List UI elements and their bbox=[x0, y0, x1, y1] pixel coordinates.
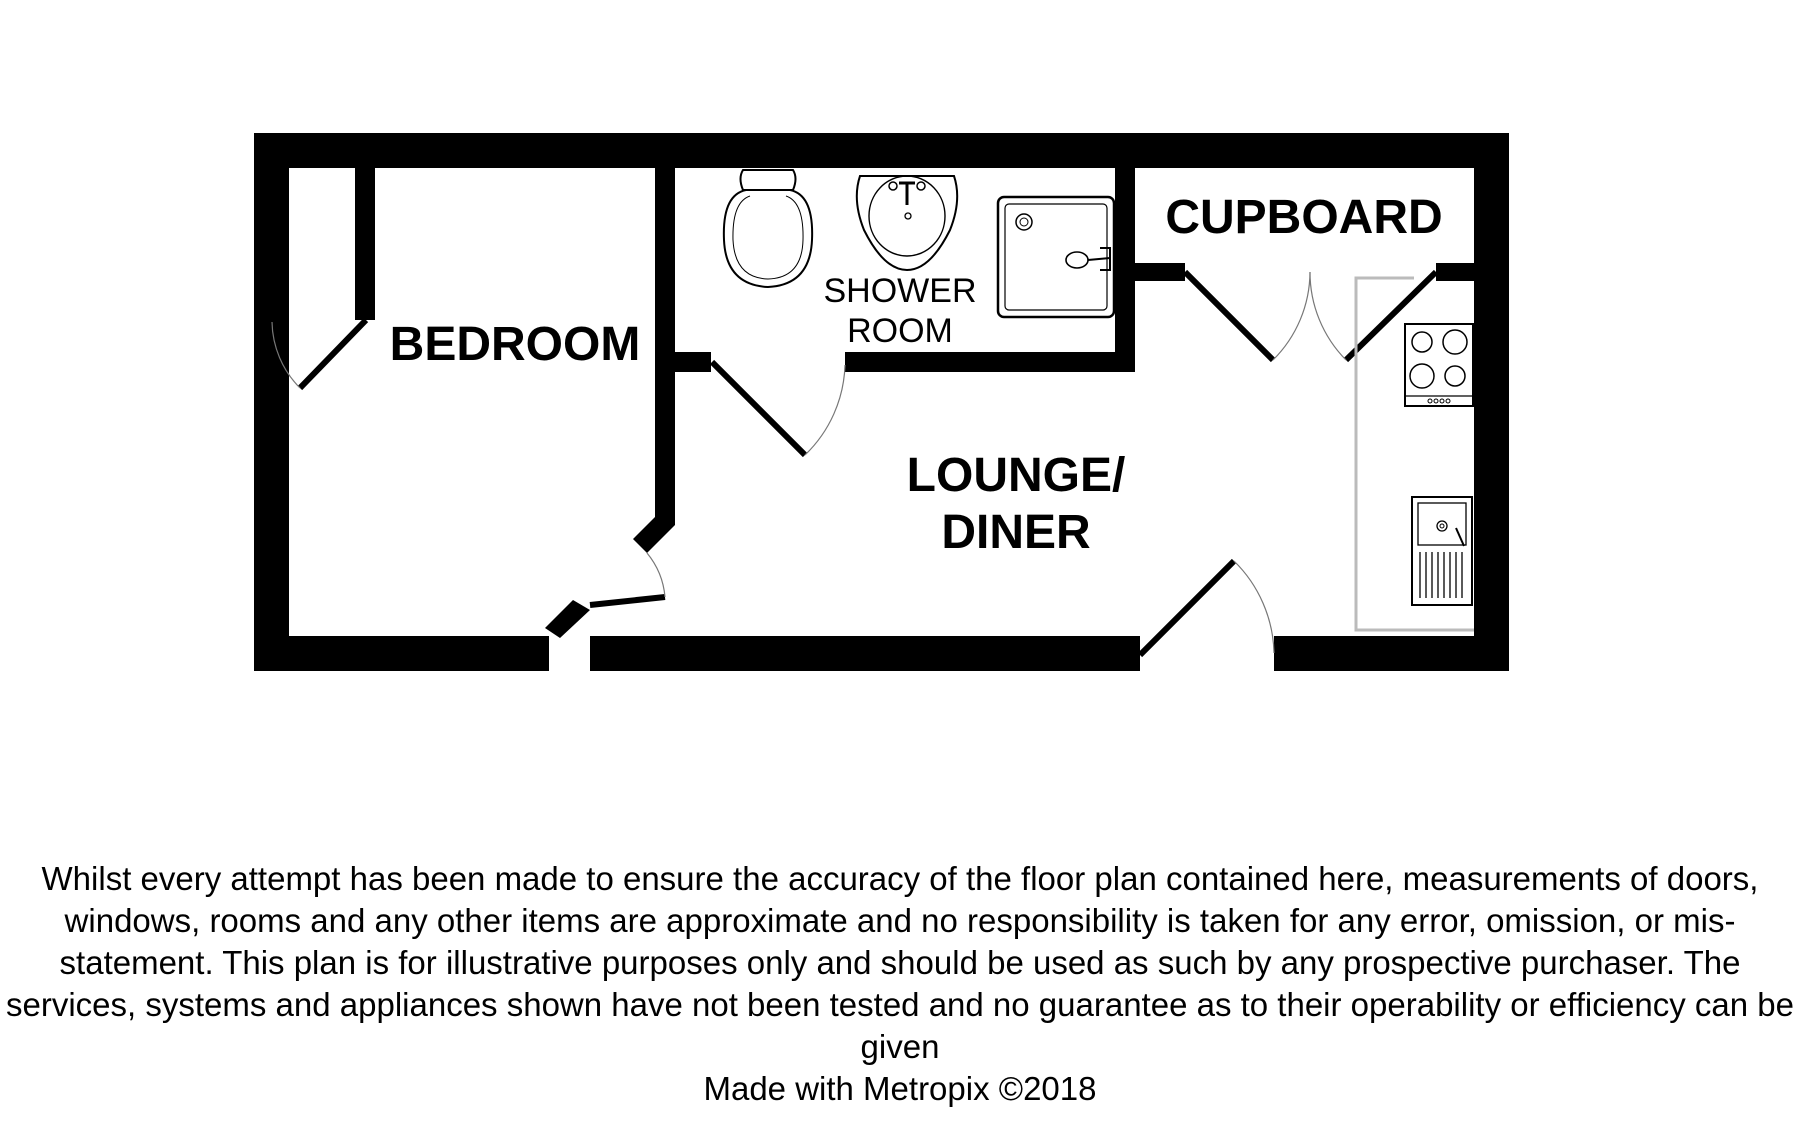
cupboard-door-right-leaf bbox=[1343, 269, 1439, 363]
shower-cupboard-wall bbox=[1115, 168, 1135, 372]
bedroom-door-leaf bbox=[589, 594, 666, 608]
disclaimer: Whilst every attempt has been made to en… bbox=[0, 858, 1800, 1110]
outer-wall-bottom-left bbox=[254, 636, 549, 671]
room-label-cupboard: CUPBOARD bbox=[1165, 191, 1442, 244]
walls bbox=[254, 133, 1509, 671]
shower-room-wall-bottom bbox=[845, 352, 1135, 372]
cupboard-wall-left-stub bbox=[1135, 263, 1185, 281]
cupboard-wall-right-stub bbox=[1436, 263, 1474, 281]
wardrobe-door-swing bbox=[271, 321, 301, 389]
cupboard-door-left-leaf bbox=[1182, 269, 1276, 363]
doors bbox=[271, 269, 1439, 658]
toilet-icon bbox=[722, 169, 814, 289]
wardrobe-door-leaf bbox=[297, 317, 369, 391]
hob-icon bbox=[1404, 323, 1474, 407]
kitchen-worktop bbox=[1354, 276, 1474, 632]
copyright-credit: Made with Metropix ©2018 bbox=[703, 1070, 1097, 1107]
entrance-door-leaf bbox=[1137, 558, 1237, 658]
outer-wall-right bbox=[1474, 133, 1509, 671]
room-label-shower-line1: SHOWER bbox=[824, 272, 977, 310]
outer-wall-bottom-middle bbox=[590, 636, 1140, 671]
bedroom-corner-wall bbox=[633, 512, 675, 553]
entrance-door-swing bbox=[1233, 560, 1275, 654]
wash-basin-icon bbox=[855, 175, 959, 272]
room-label-lounge-line1: LOUNGE/ bbox=[907, 449, 1126, 502]
shower-room-wall-left-stub bbox=[675, 352, 711, 372]
bedroom-door-stub bbox=[545, 600, 590, 638]
cupboard-door-right-swing bbox=[1309, 271, 1347, 361]
room-label-bedroom: BEDROOM bbox=[390, 318, 641, 371]
room-label-lounge-line2: DINER bbox=[941, 506, 1090, 559]
kitchen-sink-icon bbox=[1411, 496, 1473, 606]
wardrobe-partition bbox=[355, 168, 375, 320]
shower-room-door-swing bbox=[804, 364, 846, 456]
cupboard-door-left-swing bbox=[1272, 271, 1311, 361]
shower-tray-icon bbox=[996, 195, 1116, 319]
disclaimer-text: Whilst every attempt has been made to en… bbox=[6, 860, 1794, 1065]
outer-wall-left bbox=[254, 133, 289, 671]
bedroom-door-swing bbox=[646, 552, 666, 598]
shower-room-door-leaf bbox=[709, 359, 808, 458]
outer-wall-top bbox=[254, 133, 1509, 168]
outer-wall-bottom-right bbox=[1274, 636, 1509, 671]
bedroom-partition-wall bbox=[655, 168, 675, 520]
room-label-shower-line2: ROOM bbox=[847, 312, 953, 350]
